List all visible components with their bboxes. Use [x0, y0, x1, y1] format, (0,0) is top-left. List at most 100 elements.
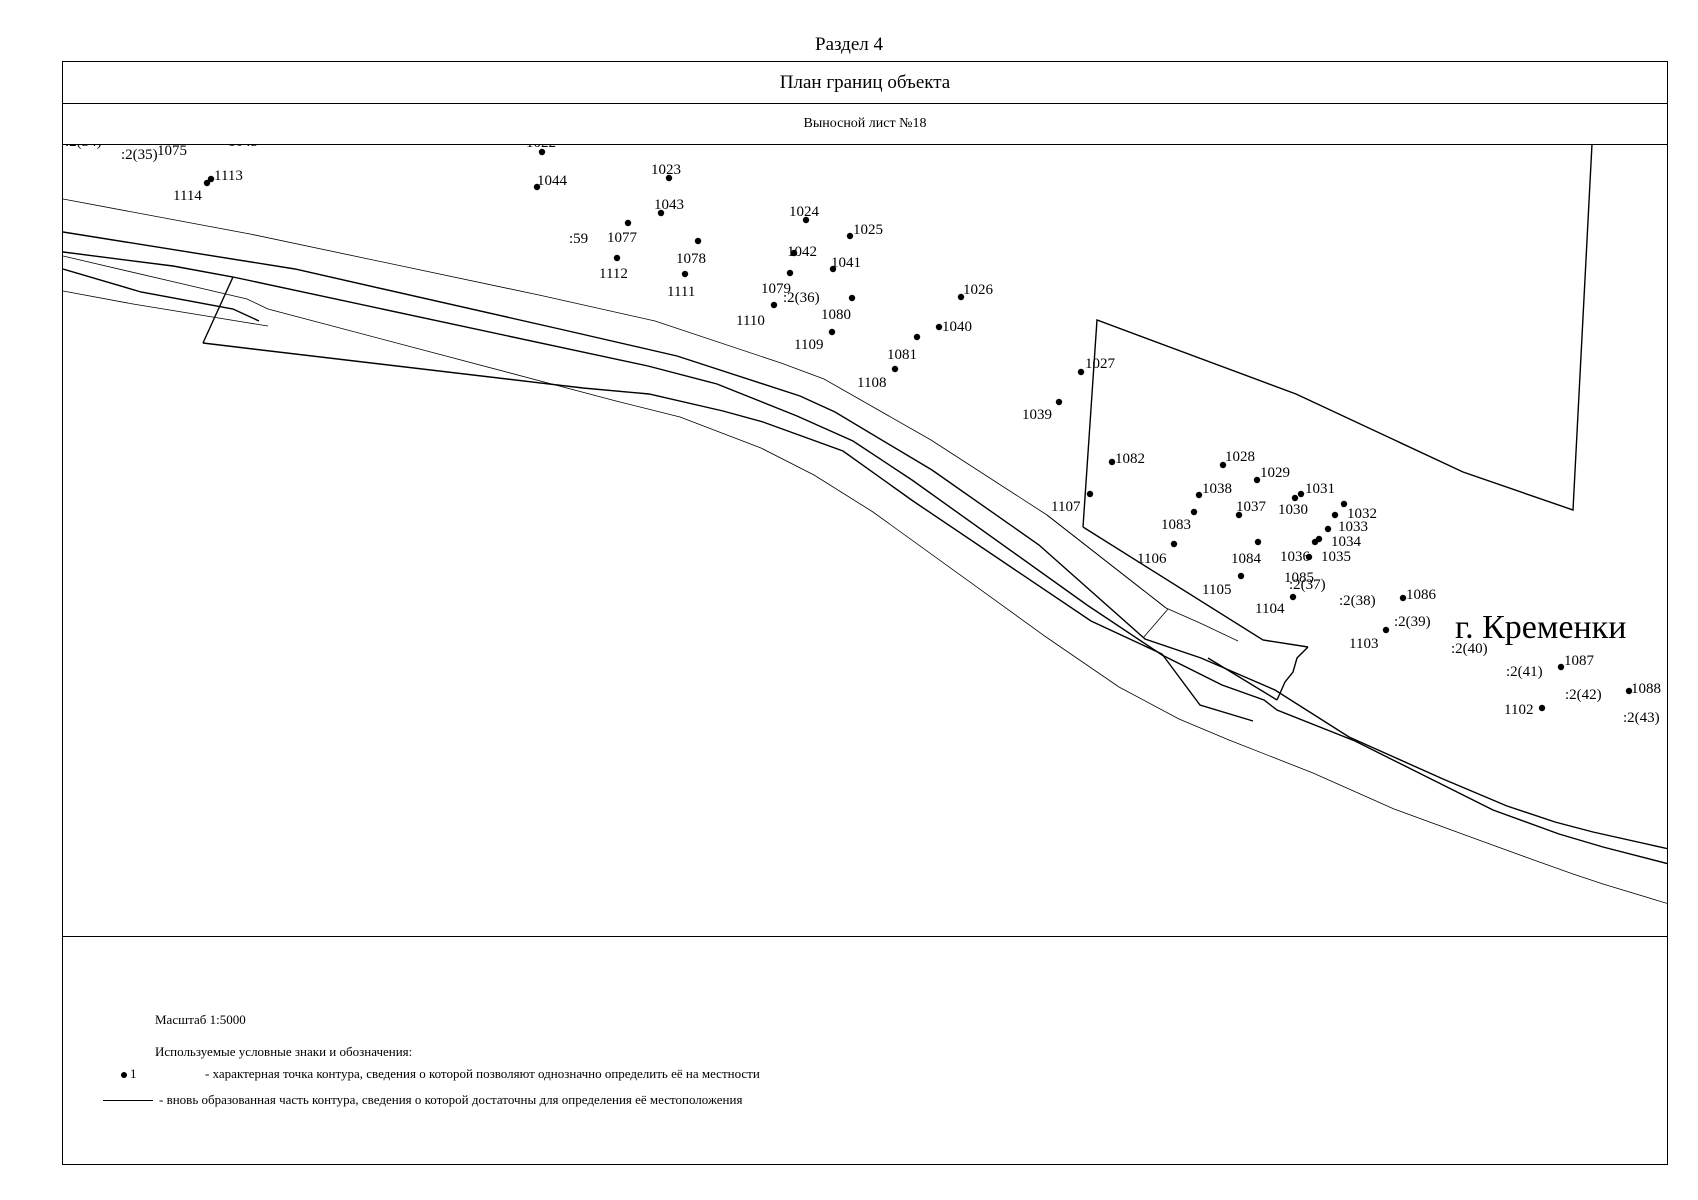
point-1034 [1324, 525, 1332, 533]
point-1087 [1557, 663, 1565, 671]
point-1033 [1331, 511, 1339, 519]
point-description: - характерная точка контура, сведения о … [205, 1066, 760, 1081]
west-closing-line [202, 276, 234, 344]
point-1027 [1077, 368, 1085, 376]
point-label-1032: 1032 [1347, 506, 1377, 522]
parcel-north-contour [1082, 144, 1593, 528]
point-label-1040: 1040 [942, 319, 972, 335]
point-1081 [913, 333, 921, 341]
point-label-1027: 1027 [1085, 356, 1116, 372]
point-1080 [848, 294, 856, 302]
point-label-1075: 1075 [157, 144, 187, 159]
point-1028 [1219, 461, 1227, 469]
point-1088 [1625, 687, 1633, 695]
point-label-1082: 1082 [1115, 451, 1145, 467]
point-1084 [1254, 538, 1262, 546]
section-title: Раздел 4 [815, 34, 883, 55]
point-label-1080: 1080 [821, 307, 851, 323]
segment-1027-1031 [1082, 526, 1309, 648]
parcel-labels: :2(34):2(35):59:2(36):2(37):2(38):2(39):… [65, 144, 1660, 726]
point-1108 [891, 365, 899, 373]
point-label-1113: 1113 [214, 168, 243, 184]
point-label-1104: 1104 [1255, 601, 1285, 617]
point-1024 [802, 216, 810, 224]
point-1105 [1237, 572, 1245, 580]
point-1025 [846, 232, 854, 240]
line-icon [103, 1100, 153, 1101]
dot-icon [121, 1072, 127, 1079]
point-label-1035: 1035 [1321, 549, 1351, 565]
point-1037 [1235, 511, 1243, 519]
parcel-label: :2(42) [1565, 687, 1602, 703]
point-1032 [1340, 500, 1348, 508]
road-south-edge-2 [202, 342, 1254, 722]
point-1113 [207, 175, 215, 183]
point-label-1103: 1103 [1349, 636, 1378, 652]
parcel-label: :2(35) [121, 147, 158, 163]
point-label-1105: 1105 [1202, 582, 1231, 598]
point-1107 [1086, 490, 1094, 498]
point-1041 [829, 265, 837, 273]
point-label-1086: 1086 [1406, 587, 1437, 603]
point-1085 [1305, 553, 1313, 561]
point-label-1110: 1110 [736, 313, 765, 329]
point-1112 [613, 254, 621, 262]
point-label-1111: 1111 [667, 284, 695, 300]
point-label-1102: 1102 [1504, 702, 1533, 718]
point-label-1087: 1087 [1564, 653, 1595, 669]
thin-boundaries [63, 198, 1667, 904]
point-label-1107: 1107 [1051, 499, 1081, 515]
point-label-1023: 1023 [651, 162, 681, 178]
point-1111 [681, 270, 689, 278]
plan-title: План границ объекта [63, 62, 1667, 104]
parcel-label: :2(39) [1394, 614, 1431, 630]
point-symbol-number: 1 [130, 1066, 137, 1081]
parcel-label: :2(36) [783, 290, 820, 306]
segment-1027-1028 [1046, 514, 1167, 609]
point-1036 [1311, 538, 1319, 546]
point-1039 [1055, 398, 1063, 406]
outer-north-boundary [63, 198, 1239, 642]
parcel-label: :2(41) [1506, 664, 1543, 680]
road-south-edge [63, 268, 260, 322]
sheet-number: Выносной лист №18 [63, 103, 1667, 145]
segment-1028-1038 [1142, 608, 1169, 639]
point-1022 [538, 148, 546, 156]
point-1023 [665, 174, 673, 182]
point-label-1112: 1112 [599, 266, 628, 282]
point-1026 [957, 293, 965, 301]
parcel-label: :59 [569, 231, 588, 247]
point-1104 [1289, 593, 1297, 601]
point-1082 [1108, 458, 1116, 466]
west-boundary-lower [63, 290, 269, 327]
point-1040 [935, 323, 943, 331]
point-label-1106: 1106 [1137, 551, 1167, 567]
point-1083 [1190, 508, 1198, 516]
point-1078 [694, 237, 702, 245]
parcel-label: :2(37) [1289, 577, 1326, 593]
point-label-1024: 1024 [789, 204, 820, 220]
point-1044 [533, 183, 541, 191]
scale-text: Масштаб 1:5000 [155, 1012, 246, 1027]
point-label-1036: 1036 [1280, 549, 1311, 565]
point-label-1030: 1030 [1278, 502, 1308, 518]
map-canvas: 1021102210231024102510261027102810291030… [63, 144, 1667, 904]
point-labels: 1021102210231024102510261027102810291030… [157, 144, 1661, 718]
segment-1036-1037 [1207, 657, 1278, 701]
point-label-1109: 1109 [794, 337, 823, 353]
point-1102 [1538, 704, 1546, 712]
point-1114 [203, 179, 211, 187]
point-label-1083: 1083 [1161, 517, 1191, 533]
point-label-1044: 1044 [537, 173, 568, 189]
place-name: г. Кременки [1455, 609, 1626, 646]
point-1103 [1382, 626, 1390, 634]
point-label-1041: 1041 [831, 255, 861, 271]
point-symbol: 1 [103, 1066, 153, 1082]
point-1086 [1399, 594, 1407, 602]
point-label-1043: 1043 [654, 197, 684, 213]
parcel-label: :2(40) [1451, 641, 1488, 657]
point-1079 [786, 269, 794, 277]
road-north-edge [63, 231, 1667, 850]
point-label-1108: 1108 [857, 375, 886, 391]
drawing-frame: План границ объекта Выносной лист №18 [62, 61, 1668, 1165]
